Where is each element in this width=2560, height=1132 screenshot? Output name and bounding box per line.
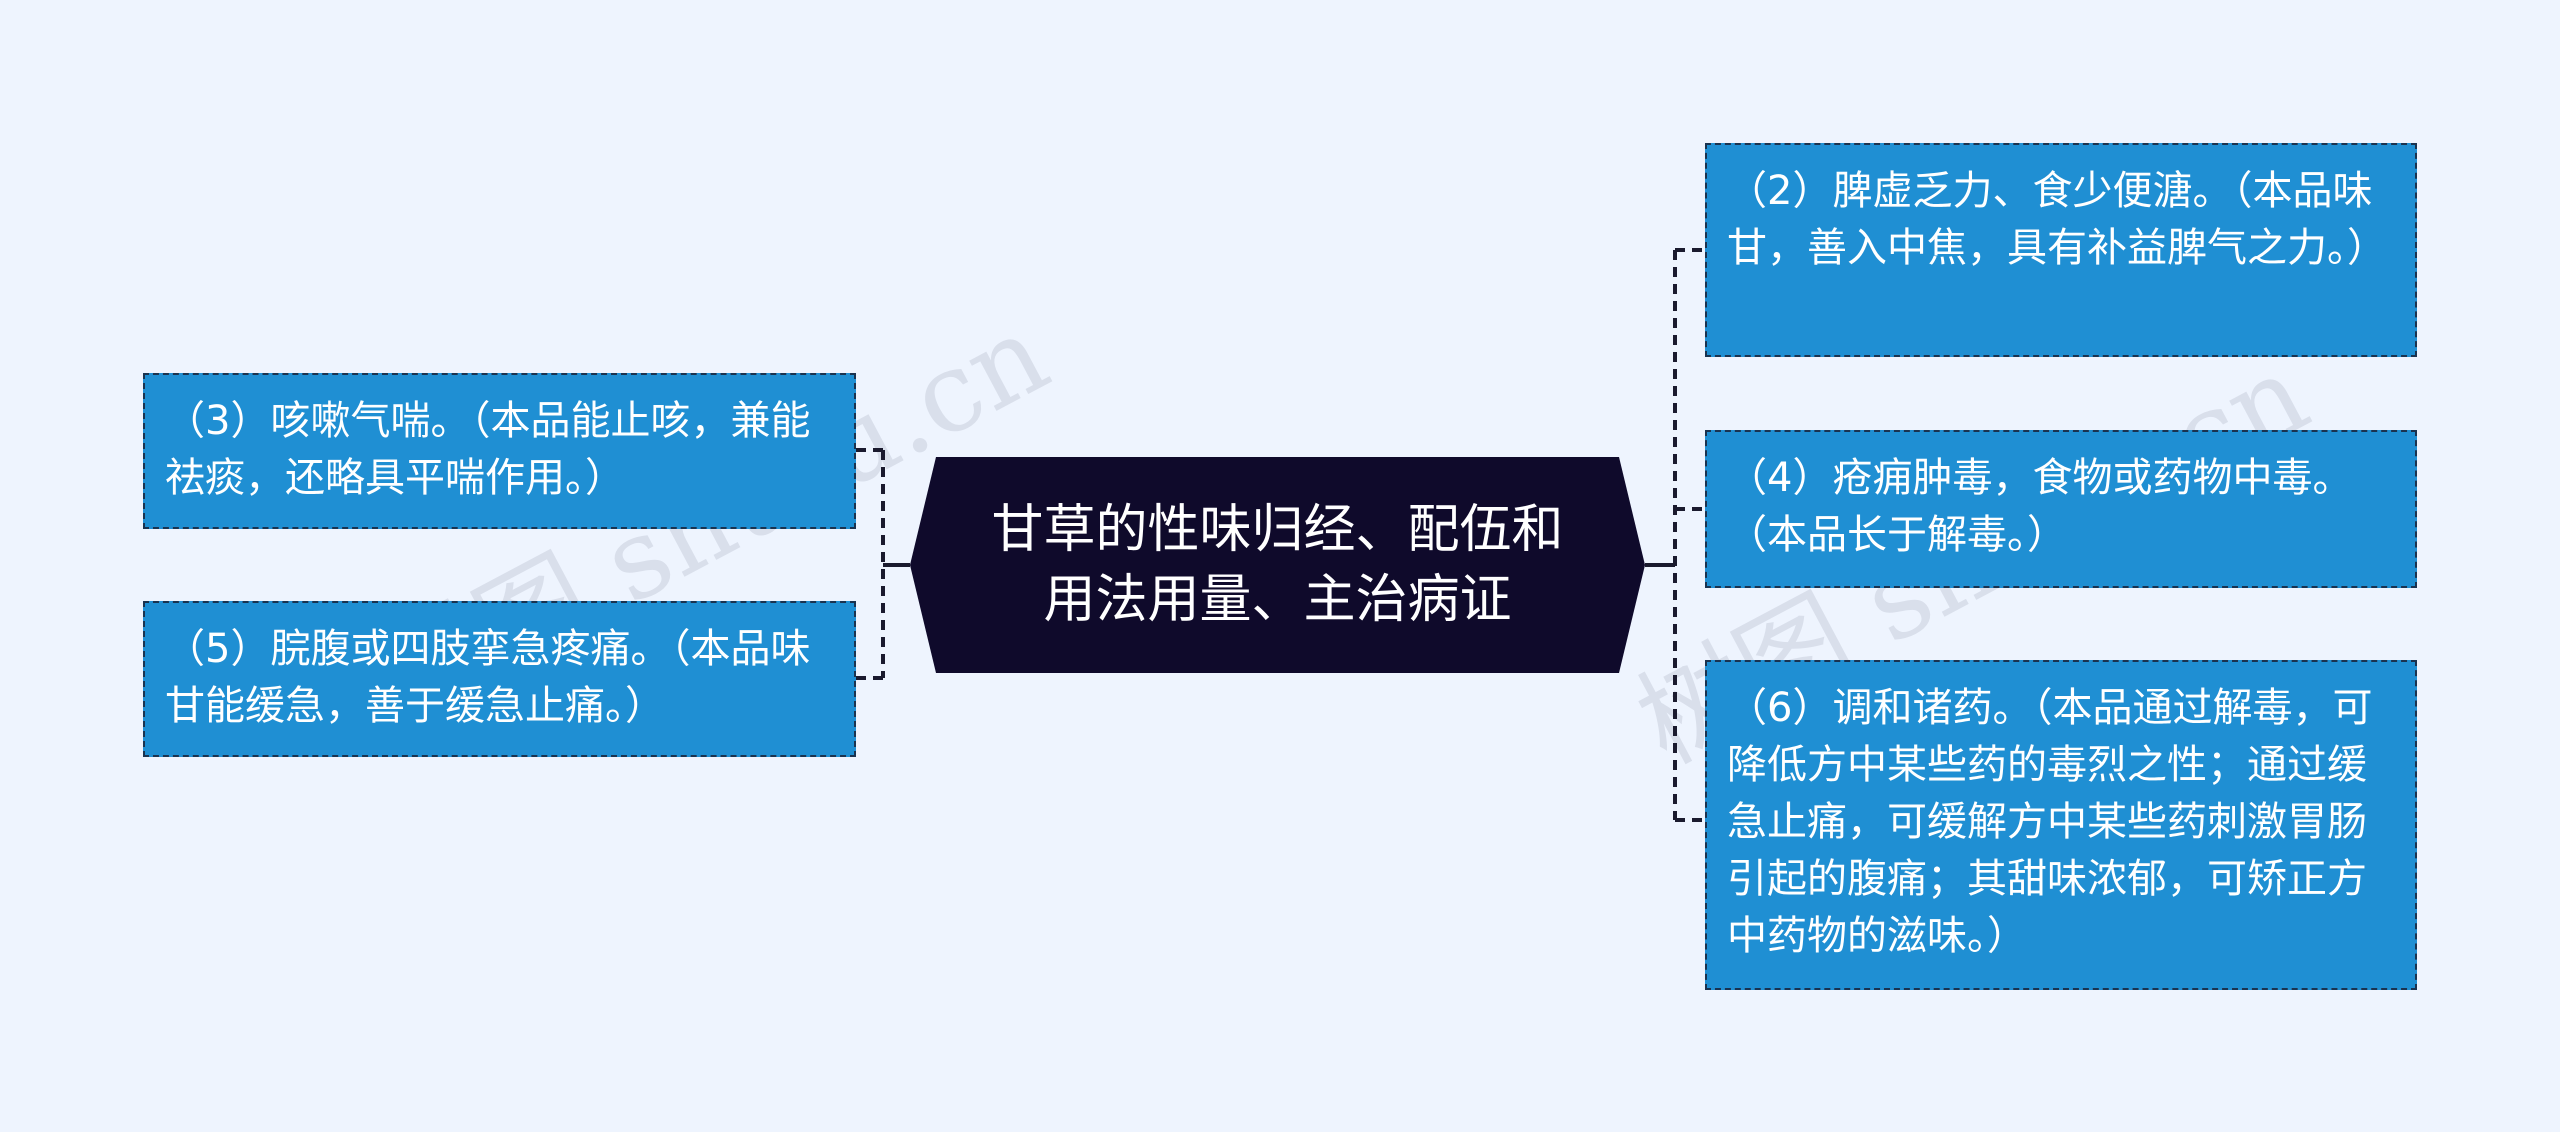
topic-node-3[interactable]: （3）咳嗽气喘。（本品能止咳，兼能祛痰，还略具平喘作用。） <box>143 373 856 529</box>
topic-node-2-text: （2）脾虚乏力、食少便溏。（本品味甘，善入中焦，具有补益脾气之力。） <box>1727 168 2387 271</box>
topic-node-5[interactable]: （5）脘腹或四肢挛急疼痛。（本品味甘能缓急，善于缓急止痛。） <box>143 601 856 757</box>
topic-node-4[interactable]: （4）疮痈肿毒，食物或药物中毒。（本品长于解毒。） <box>1705 430 2417 588</box>
center-topic-title: 甘草的性味归经、配伍和用法用量、主治病证 <box>991 500 1564 630</box>
topic-node-6[interactable]: （6）调和诸药。（本品通过解毒，可降低方中某些药的毒烈之性；通过缓急止痛，可缓解… <box>1705 660 2417 990</box>
topic-node-4-text: （4）疮痈肿毒，食物或药物中毒。（本品长于解毒。） <box>1727 455 2353 558</box>
center-topic-shape <box>910 457 1645 673</box>
topic-node-6-text: （6）调和诸药。（本品通过解毒，可降低方中某些药的毒烈之性；通过缓急止痛，可缓解… <box>1727 685 2373 959</box>
topic-node-3-text: （3）咳嗽气喘。（本品能止咳，兼能祛痰，还略具平喘作用。） <box>165 398 811 501</box>
topic-node-5-text: （5）脘腹或四肢挛急疼痛。（本品味甘能缓急，善于缓急止痛。） <box>165 626 811 729</box>
center-topic[interactable]: 甘草的性味归经、配伍和用法用量、主治病证 <box>910 457 1645 673</box>
topic-node-2[interactable]: （2）脾虚乏力、食少便溏。（本品味甘，善入中焦，具有补益脾气之力。） <box>1705 143 2417 357</box>
